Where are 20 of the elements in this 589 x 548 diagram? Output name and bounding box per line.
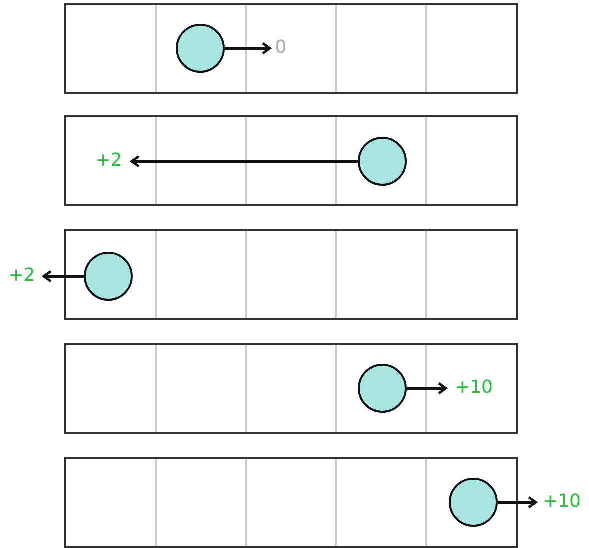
reward-value: +2 <box>86 149 132 173</box>
reward-value: +10 <box>446 376 502 400</box>
arrow <box>498 496 538 509</box>
agent-circle <box>358 137 407 186</box>
agent-circle <box>84 252 133 301</box>
grid-row <box>64 457 518 548</box>
arrow <box>130 155 358 168</box>
grid-row <box>64 229 518 320</box>
agent-circle <box>176 24 225 73</box>
reward-value: +10 <box>536 490 588 514</box>
grid-row <box>64 3 518 94</box>
grid-row <box>64 343 518 434</box>
arrow <box>42 270 84 283</box>
reward-value: +2 <box>0 264 44 288</box>
reward-value: 0 <box>270 36 292 60</box>
agent-circle <box>358 364 407 413</box>
agent-circle <box>449 478 498 527</box>
grid-row <box>64 115 518 206</box>
arrow <box>225 42 272 55</box>
arrow <box>407 382 448 395</box>
